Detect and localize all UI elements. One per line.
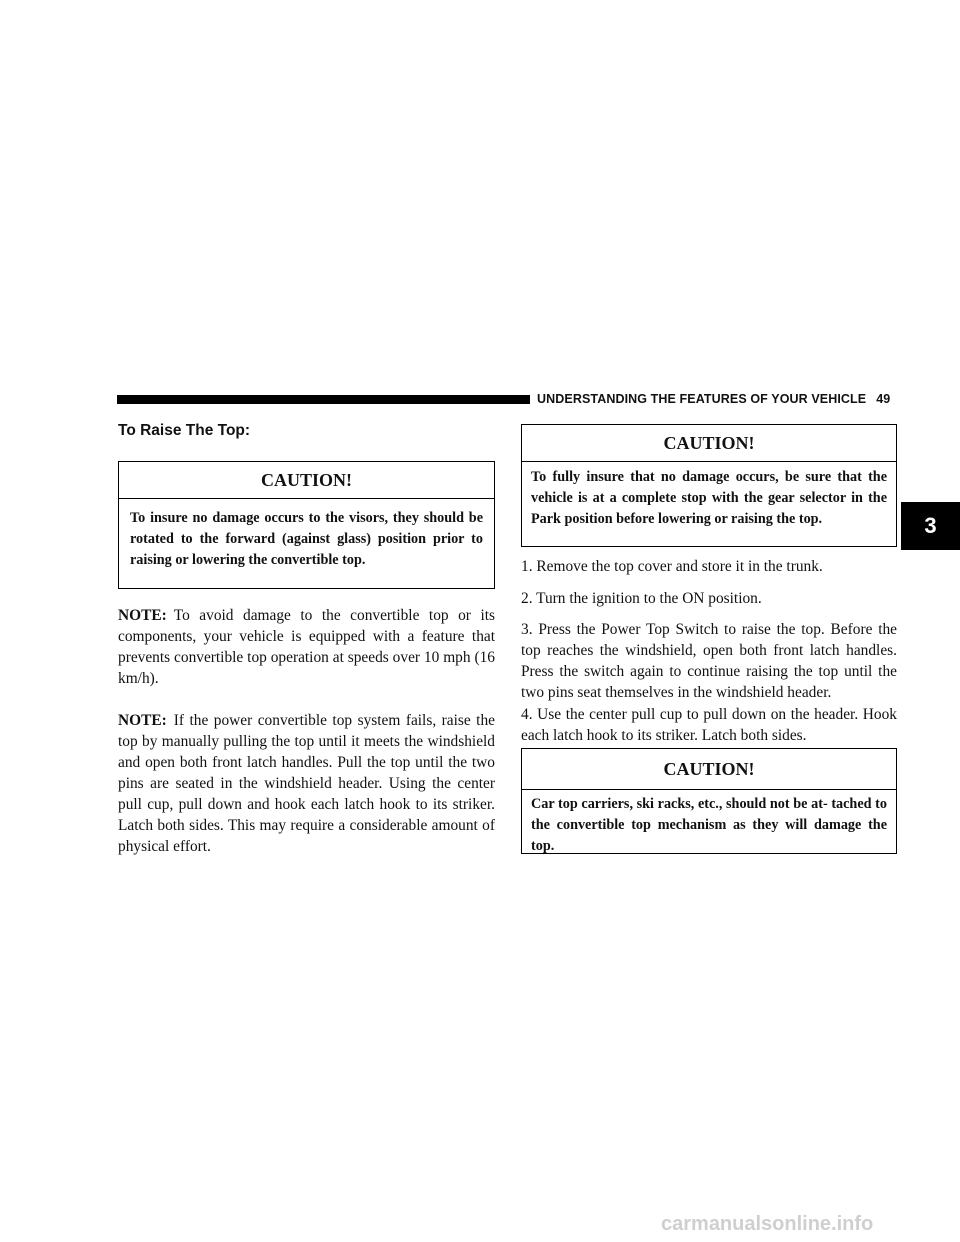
caution-box-stop: CAUTION! To fully insure that no damage … (521, 424, 897, 547)
running-head-title: UNDERSTANDING THE FEATURES OF YOUR VEHIC… (537, 392, 867, 406)
note-speed-limit: NOTE:To avoid damage to the convertible … (118, 605, 495, 689)
section-heading: To Raise The Top: (118, 422, 251, 439)
note-text: To avoid damage to the convertible top o… (118, 607, 495, 687)
caution-box-carriers: CAUTION! Car top carriers, ski racks, et… (521, 748, 897, 854)
caution-body: To fully insure that no damage occurs, b… (531, 469, 887, 527)
step-1: 1. Remove the top cover and store it in … (521, 558, 823, 575)
step-2: 2. Turn the ignition to the ON position. (521, 590, 762, 607)
note-label: NOTE: (118, 712, 167, 729)
running-head: UNDERSTANDING THE FEATURES OF YOUR VEHIC… (537, 392, 890, 406)
caution-title: CAUTION! (522, 749, 896, 790)
caution-box-visors: CAUTION! To insure no damage occurs to t… (118, 461, 495, 589)
section-tab: 3 (901, 502, 960, 550)
note-label: NOTE: (118, 607, 167, 624)
caution-body: Car top carriers, ski racks, etc., shoul… (531, 796, 887, 854)
page-number: 49 (876, 392, 891, 406)
header-rule (117, 395, 530, 404)
watermark: carmanualsonline.info (661, 1213, 874, 1235)
step-4: 4. Use the center pull cup to pull down … (521, 706, 897, 744)
note-text: If the power convertible top system fail… (118, 712, 495, 855)
caution-title: CAUTION! (522, 425, 896, 462)
caution-body: To insure no damage occurs to the visors… (130, 510, 483, 568)
caution-title: CAUTION! (119, 462, 494, 499)
note-manual-raise: NOTE:If the power convertible top system… (118, 710, 495, 857)
step-3: 3. Press the Power Top Switch to raise t… (521, 621, 897, 701)
